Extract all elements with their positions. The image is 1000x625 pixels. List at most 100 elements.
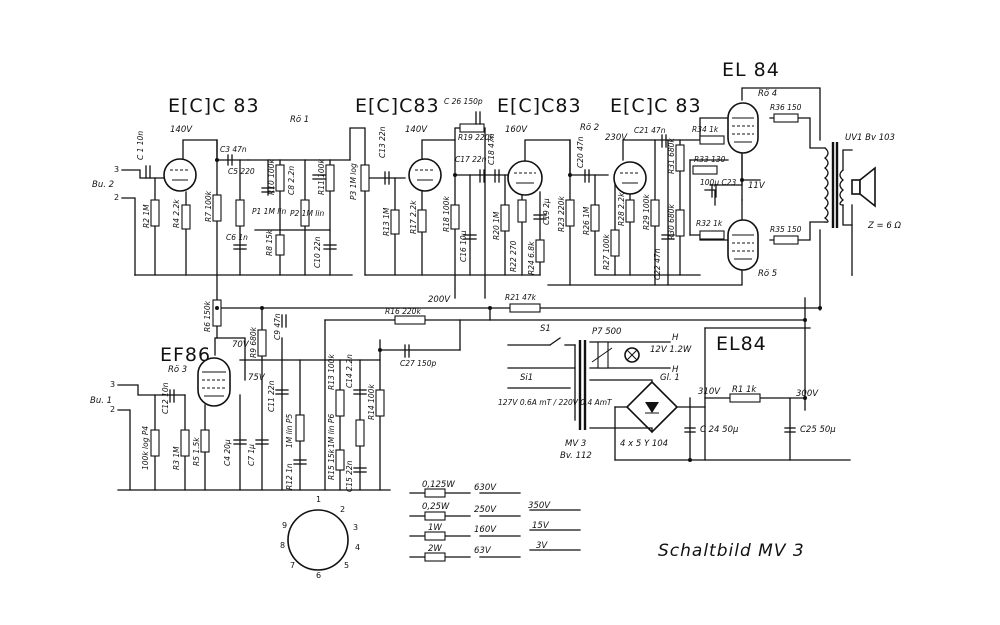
tube-v2-type: E[C]C83 xyxy=(355,95,440,117)
lbl-c4: C4 20µ xyxy=(223,439,232,466)
resistors xyxy=(150,113,799,471)
lbl-p1: P1 1M lin xyxy=(252,207,286,216)
lbl-mains-tr-type: Bv. 112 xyxy=(560,451,592,461)
lbl-r13b: R13 100k xyxy=(327,354,336,390)
lbl-p3: P3 1M log xyxy=(349,163,358,200)
tube-v7-type: EL84 xyxy=(716,333,767,355)
output-transformer xyxy=(823,142,845,228)
lbl-c14: C14 2.2n xyxy=(345,354,354,388)
lbl-c6: C6 1n xyxy=(226,233,248,242)
ref-ro4: Rö 4 xyxy=(758,89,777,99)
lbl-r33: R33 130 xyxy=(694,155,726,164)
tube-v5-type: EL 84 xyxy=(722,59,780,81)
tube-v1 xyxy=(163,158,197,192)
lbl-r13: R13 1M xyxy=(382,207,391,236)
legend-v1: 250V xyxy=(474,505,497,515)
tube-v4-type: E[C]C 83 xyxy=(610,95,702,117)
lbl-mains-tr: MV 3 xyxy=(565,439,586,449)
lbl-r36: R36 150 xyxy=(770,103,802,112)
lbl-rect: 4 x 5 Y 104 xyxy=(620,439,668,449)
legend-w2: 1W xyxy=(428,523,442,533)
capacitors xyxy=(145,111,717,473)
lbl-r2: R2 1M xyxy=(142,204,151,228)
lbl-fuse: 127V 0.6A mT / 220V 0.4 AmT xyxy=(498,398,613,407)
lbl-lamp: 12V 1.2W xyxy=(650,345,692,355)
ref-ro3: Rö 3 xyxy=(168,365,187,375)
lbl-c22: C22 47n xyxy=(653,248,662,280)
lbl-r29: R29 100k xyxy=(642,194,651,230)
socket-pin-3: 3 xyxy=(353,523,358,532)
lbl-p4: 100k log P4 xyxy=(141,426,150,470)
lbl-c19: C19 2µ xyxy=(542,198,551,225)
volt-ef86-g2: 75V xyxy=(248,373,266,383)
legend-symbols xyxy=(409,488,581,562)
lbl-c17: C17 22n xyxy=(455,155,487,164)
lbl-r5: R5 1.5k xyxy=(192,437,201,466)
legend-r0: 350V xyxy=(528,501,551,511)
lbl-r24: R24 6.8k xyxy=(527,241,536,275)
lbl-c24: C 24 50µ xyxy=(700,425,739,435)
tube-v3 xyxy=(507,160,543,196)
legend-w1: 0,25W xyxy=(422,502,450,512)
input-labels: Bu. 2 Bu. 1 3 2 3 2 xyxy=(90,165,119,414)
tube-v1-type: E[C]C 83 xyxy=(168,95,260,117)
voltage-labels: 140V 140V 160V 230V 11V 200V 70V 75V 310… xyxy=(170,125,819,399)
lbl-r7: R7 100k xyxy=(204,190,213,222)
tube-v4 xyxy=(613,161,647,195)
lbl-in1: Bu. 1 xyxy=(90,396,112,406)
volt-v2: 140V xyxy=(405,125,428,135)
lbl-s1: S1 xyxy=(540,324,551,334)
legend-w0: 0,125W xyxy=(422,480,455,490)
socket-pin-8: 8 xyxy=(280,541,285,550)
lbl-r8: R8 15k xyxy=(265,229,274,256)
lbl-r17: R17 2.2k xyxy=(409,200,418,234)
lbl-r3: R3 1M xyxy=(172,446,181,470)
lbl-transformer: UV1 Bv 103 xyxy=(845,133,895,143)
lbl-c9: C9 47n xyxy=(273,313,282,340)
socket-pin-1: 1 xyxy=(316,495,321,504)
lbl-c8: C8 2.2n xyxy=(287,166,296,195)
lbl-r34: R34 1k xyxy=(692,125,719,134)
lbl-p6: 1M lin P6 xyxy=(327,414,336,448)
lbl-r10: R10 100k xyxy=(267,159,276,195)
power-supply xyxy=(507,337,851,461)
lbl-r6: R6 150k xyxy=(203,300,212,332)
lbl-r12: R12 1n xyxy=(285,463,294,490)
lbl-r23: R23 220k xyxy=(557,196,566,232)
lbl-r27: R27 100k xyxy=(602,234,611,270)
lbl-r21: R21 47k xyxy=(505,293,537,302)
junctions xyxy=(215,158,822,462)
lbl-r20: R20 1M xyxy=(492,211,501,240)
lbl-c1: C 1 10n xyxy=(136,131,145,160)
lbl-r16: R16 220k xyxy=(385,307,421,316)
lbl-r19: R19 220k xyxy=(458,133,494,142)
lbl-r15: R15 15k xyxy=(327,448,336,480)
lbl-c26: C 26 150p xyxy=(444,97,483,106)
lbl-r28: R28 2.2k xyxy=(617,192,626,226)
lbl-c23: 100µ C23 xyxy=(700,178,736,187)
lbl-c16: C16 10µ xyxy=(459,230,468,262)
legend-r2: 3V xyxy=(536,541,548,551)
wiring-lower xyxy=(117,274,853,491)
lbl-si1: Si1 xyxy=(520,373,533,383)
lbl-r22: R22 270 xyxy=(509,240,518,272)
volt-ef86-plate: 70V xyxy=(232,340,250,350)
lbl-r1: R1 1k xyxy=(732,385,757,395)
lbl-c15: C15 22n xyxy=(345,460,354,492)
volt-11v: 11V xyxy=(748,181,766,191)
lbl-h1: H xyxy=(672,333,679,343)
socket-pin-labels: 1 2 3 4 5 6 7 8 9 xyxy=(280,495,360,580)
socket-diagram xyxy=(287,509,349,571)
legend-v2: 160V xyxy=(474,525,497,535)
lbl-p2: P2 1M lin xyxy=(290,209,324,218)
lbl-r4: R4 2.2k xyxy=(172,199,181,228)
lbl-r30: R30 680k xyxy=(667,204,676,240)
lbl-r11: R11 100k xyxy=(317,159,326,195)
socket-pin-4: 4 xyxy=(355,543,360,552)
socket-pin-7: 7 xyxy=(290,561,295,570)
component-labels: C 1 10n C3 47n C5 220 C6 1n R2 1M R4 2.2… xyxy=(136,97,901,492)
legend-v3: 63V xyxy=(474,546,492,556)
lbl-r26: R26 1M xyxy=(582,206,591,235)
lbl-c12: C12 10n xyxy=(161,382,170,414)
